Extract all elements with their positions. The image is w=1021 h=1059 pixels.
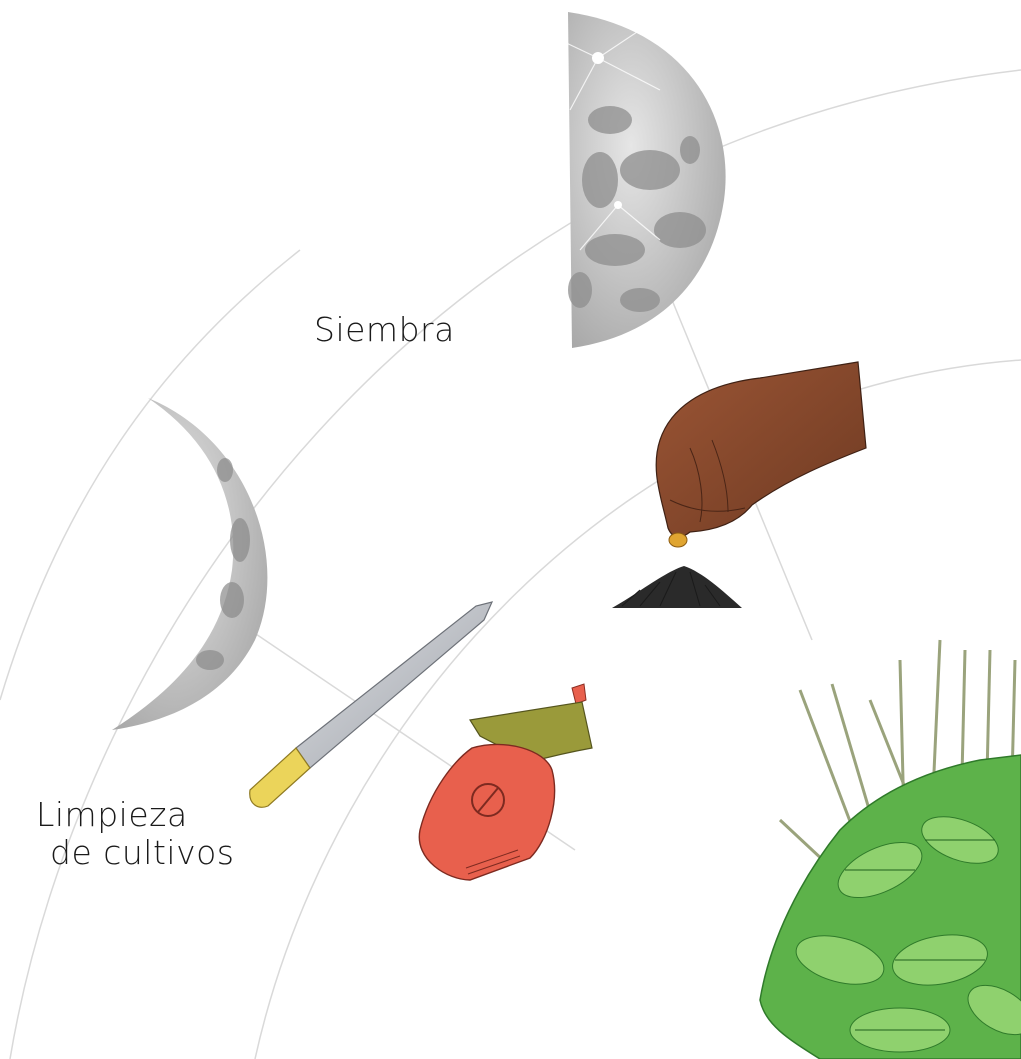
soil-mound-icon <box>612 566 742 608</box>
half-moon-icon <box>560 12 726 348</box>
crescent-moon-icon <box>112 398 267 730</box>
siembra-label: Siembra <box>314 311 455 349</box>
leafy-crop-icon <box>760 640 1021 1059</box>
pump-sprayer-icon <box>419 684 592 880</box>
limpieza-label-line2: de cultivos <box>36 834 235 872</box>
limpieza-label-line1: Limpieza <box>36 796 235 834</box>
hand-planting-seed-icon <box>656 362 866 547</box>
limpieza-label: Limpieza de cultivos <box>36 796 235 872</box>
